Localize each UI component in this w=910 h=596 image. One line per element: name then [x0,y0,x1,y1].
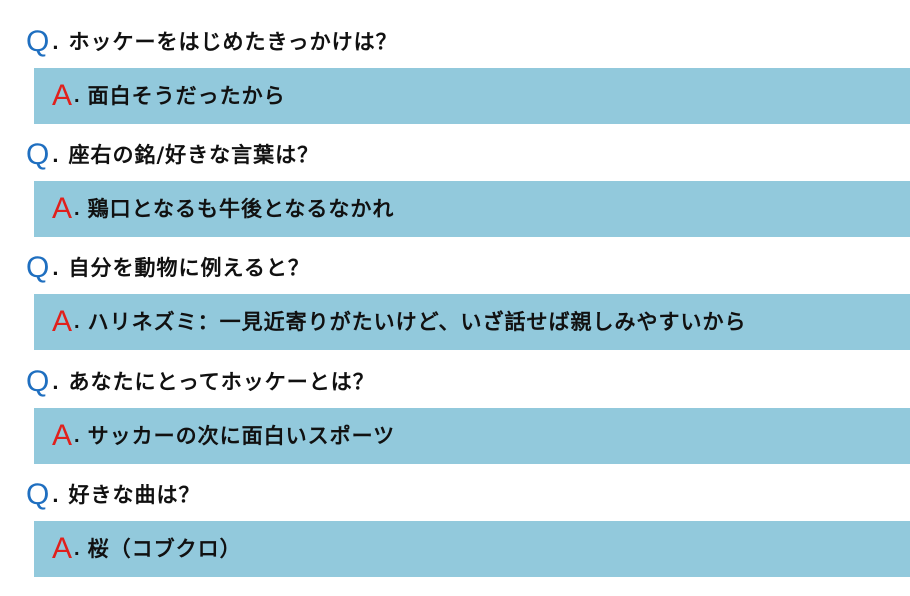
answer-dot: . [74,425,80,447]
answer-box: A . サッカーの次に面白いスポーツ [34,408,910,464]
answer-box: A . 面白そうだったから [34,68,910,124]
question-text: 自分を動物に例えると？ [68,255,310,280]
question-dot: . [52,29,59,54]
question-dot: . [52,482,59,507]
question-row: Q . ホッケーをはじめたきっかけは？ [26,22,398,62]
question-row: Q . あなたにとってホッケーとは？ [26,362,375,402]
question-row: Q . 座右の銘/好きな言葉は？ [26,135,319,175]
answer-text: 桜（コブクロ） [87,536,242,561]
question-text: ホッケーをはじめたきっかけは？ [68,29,398,54]
answer-dot: . [74,85,80,107]
answer-box: A . 桜（コブクロ） [34,521,910,577]
answer-dot: . [74,538,80,560]
answer-text: 面白そうだったから [87,83,286,108]
question-mark: Q [26,138,50,171]
question-dot: . [52,142,59,167]
question-dot: . [52,255,59,280]
answer-box: A . ハリネズミ：一見近寄りがたいけど、いざ話せば親しみやすいから [34,294,910,350]
answer-box: A . 鶏口となるも牛後となるなかれ [34,181,910,237]
question-mark: Q [26,25,50,58]
answer-text: ハリネズミ：一見近寄りがたいけど、いざ話せば親しみやすいから [87,309,747,334]
question-text: 座右の銘/好きな言葉は？ [68,142,320,167]
question-mark: Q [26,478,50,511]
answer-text: サッカーの次に面白いスポーツ [87,423,396,448]
question-mark: Q [26,365,50,398]
question-mark: Q [26,251,50,284]
answer-text: 鶏口となるも牛後となるなかれ [87,196,395,221]
answer-mark: A [52,305,73,338]
question-text: あなたにとってホッケーとは？ [68,369,375,394]
answer-dot: . [74,311,80,333]
answer-dot: . [74,198,80,220]
answer-mark: A [52,532,73,565]
answer-mark: A [52,419,73,452]
question-text: 好きな曲は？ [68,482,201,507]
answer-mark: A [52,79,73,112]
question-dot: . [52,369,59,394]
question-row: Q . 好きな曲は？ [26,475,200,515]
question-row: Q . 自分を動物に例えると？ [26,248,310,288]
answer-mark: A [52,192,73,225]
